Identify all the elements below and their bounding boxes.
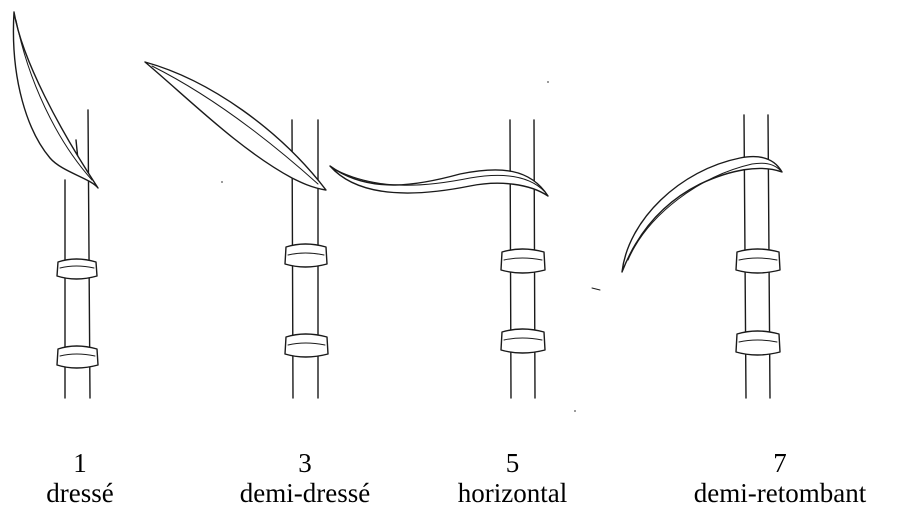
- panel-number: 5: [430, 448, 595, 478]
- speck: [574, 410, 576, 412]
- stem-node: [57, 346, 98, 368]
- panel-number: 7: [672, 448, 888, 478]
- stem-node: [736, 249, 780, 273]
- speck: [547, 81, 549, 83]
- stem-horizontal: [501, 120, 545, 398]
- leaf-horizontal: [330, 166, 548, 196]
- speck: [221, 181, 223, 183]
- stem-node: [57, 259, 97, 279]
- caption-panel-5: 5 horizontal: [430, 448, 595, 508]
- leaf-demi-dresse: [145, 62, 326, 190]
- speck: [592, 288, 600, 290]
- stem-node: [285, 334, 328, 357]
- caption-panel-1: 1 dressé: [30, 448, 130, 508]
- panel-label: demi-retombant: [672, 478, 888, 508]
- panel-number: 1: [30, 448, 130, 478]
- panel-label: horizontal: [430, 478, 595, 508]
- panel-label: demi-dressé: [220, 478, 390, 508]
- stem-node: [736, 331, 780, 355]
- leaf-dresse: [13, 12, 98, 188]
- stem-node: [501, 329, 545, 353]
- panel-number: 3: [220, 448, 390, 478]
- panel-label: dressé: [30, 478, 130, 508]
- stem-node: [285, 244, 327, 267]
- caption-panel-7: 7 demi-retombant: [672, 448, 888, 508]
- caption-panel-3: 3 demi-dressé: [220, 448, 390, 508]
- stem-node: [501, 249, 545, 273]
